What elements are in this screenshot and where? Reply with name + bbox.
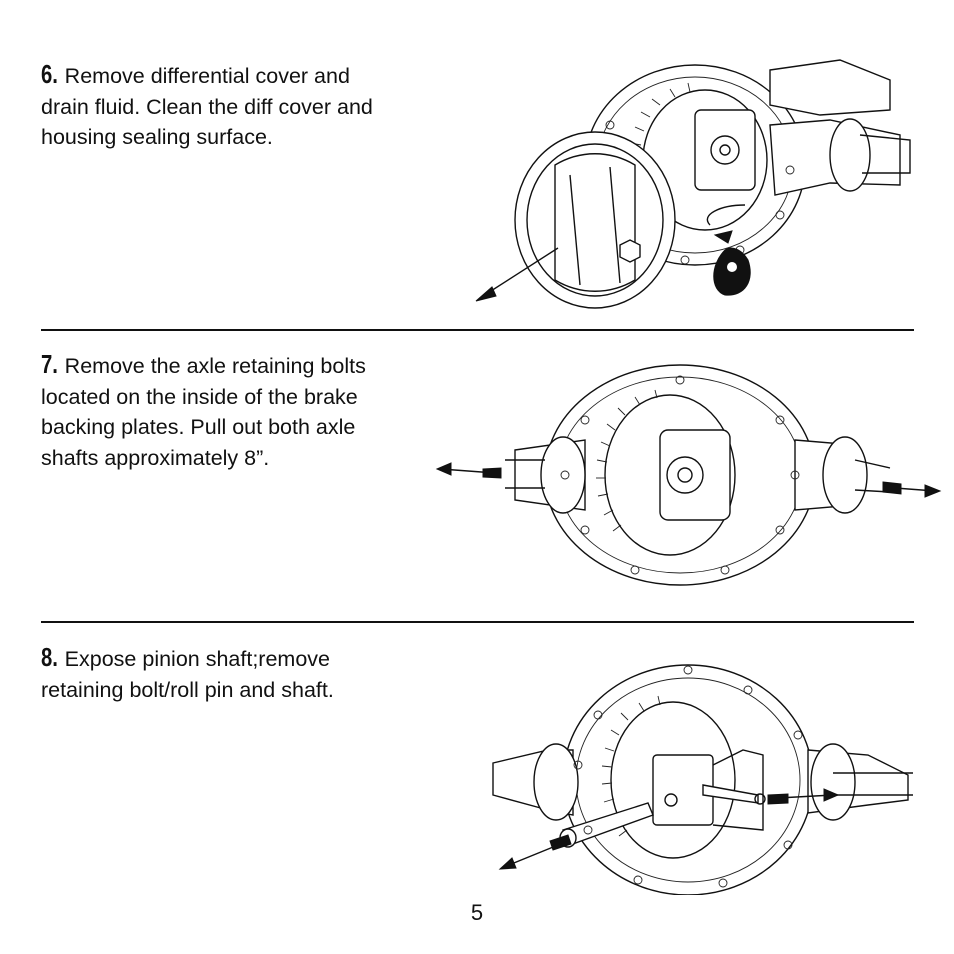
step-line: drain fluid. Clean the diff cover and (41, 94, 373, 119)
step-line: Remove differential cover and (64, 64, 350, 88)
step-number: 6. (41, 59, 58, 89)
pinion-shaft-removal-illustration (488, 655, 918, 895)
step-line: Expose pinion shaft;remove (64, 647, 330, 671)
step-line: housing sealing surface. (41, 125, 273, 149)
step-line: Remove the axle retaining bolts (64, 354, 366, 378)
differential-cover-removal-illustration (470, 55, 920, 315)
step-line: retaining bolt/roll pin and shaft. (41, 677, 334, 702)
step-line: located on the inside of the brake (41, 384, 358, 409)
section-divider (41, 329, 914, 331)
section-divider (41, 621, 914, 623)
axle-shaft-removal-illustration (435, 360, 945, 595)
step-number: 8. (41, 642, 58, 672)
step-line: shafts approximately 8”. (41, 445, 270, 470)
step-7-text: 7. Remove the axle retaining bolts locat… (41, 349, 366, 473)
page-number: 5 (470, 900, 484, 925)
step-8-text: 8. Expose pinion shaft;remove retaining … (41, 642, 334, 705)
step-line: backing plates. Pull out both axle (41, 415, 356, 439)
step-number: 7. (41, 349, 58, 379)
step-6-text: 6. Remove differential cover and drain f… (41, 59, 373, 153)
